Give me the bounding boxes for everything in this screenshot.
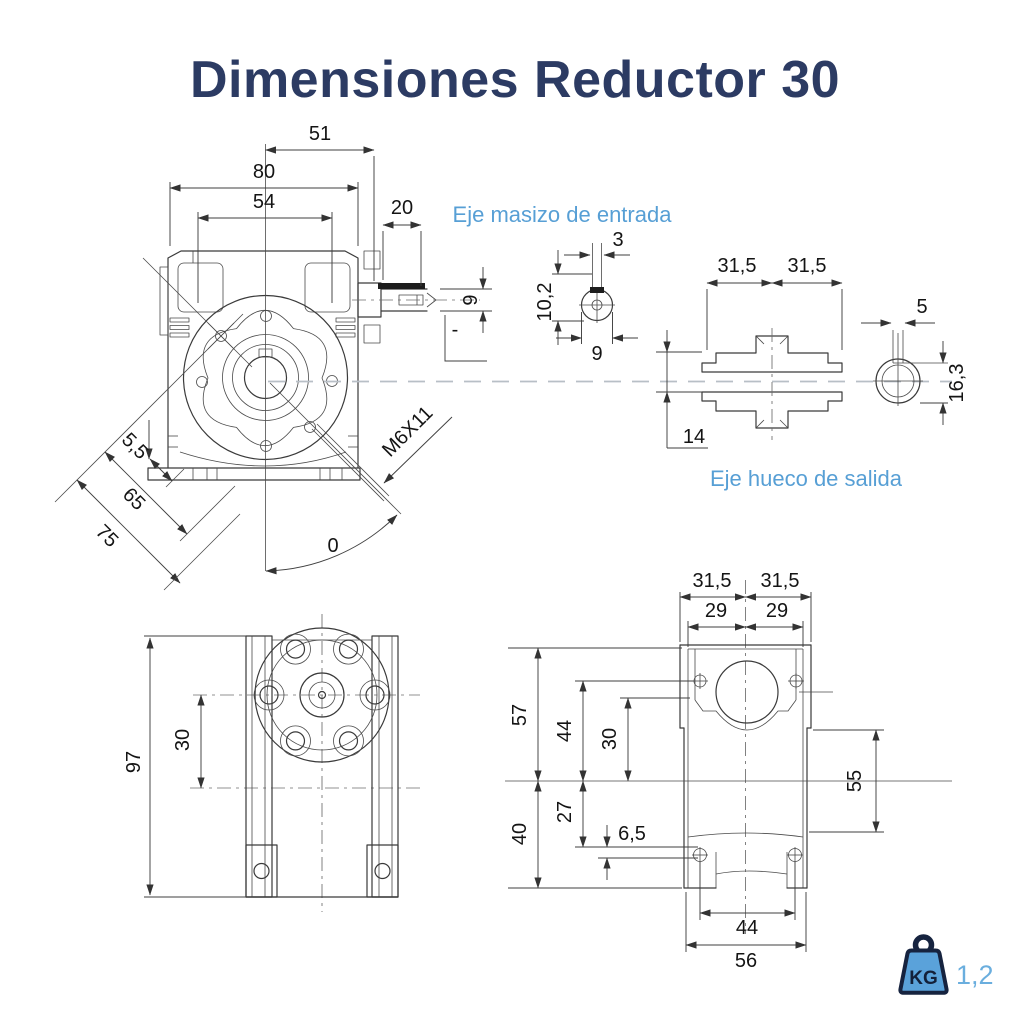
housing-ledge-left <box>159 266 169 336</box>
saddle-cutout <box>694 699 797 731</box>
dim-29-left: 29 <box>705 600 727 622</box>
weight-badge: KG 1,2 <box>898 934 994 995</box>
dim-rear-31-5-right: 31,5 <box>761 570 800 592</box>
dim-20: 20 <box>391 197 413 219</box>
input-section-key <box>590 287 604 293</box>
dim-40: 40 <box>509 823 531 845</box>
dim-56: 56 <box>735 950 757 972</box>
hollow-shaft-upper-half <box>701 335 843 373</box>
housing-top-panel-right <box>304 262 351 313</box>
housing-outline <box>167 250 359 469</box>
dim-angle-0: 0 <box>327 535 338 557</box>
flange-flower-plate <box>202 310 328 446</box>
side-plate-right <box>371 635 399 898</box>
page-title: Dimensiones Reductor 30 <box>190 51 840 109</box>
front-view: - 51 80 54 20 9 5,5 65 75 0 M6X11 <box>54 123 492 591</box>
dim-57: 57 <box>509 704 531 726</box>
output-shaft-label: Eje hueco de salida <box>710 466 903 491</box>
rear-view: 31,5 31,5 29 29 57 44 30 <box>505 570 952 972</box>
side-flange-circle <box>254 627 390 763</box>
dim-65: 65 <box>118 484 149 515</box>
dim-bottom-44: 44 <box>736 917 758 939</box>
minus-mark: - <box>452 319 459 341</box>
dim-44: 44 <box>554 720 576 742</box>
dim-31-5-left: 31,5 <box>718 255 757 277</box>
dim-54: 54 <box>253 191 275 213</box>
hollow-shaft-lower-half <box>701 391 843 429</box>
dim-29-right: 29 <box>766 600 788 622</box>
dim-dia-9: 9 <box>591 343 602 365</box>
rear-bore-circle <box>715 660 779 724</box>
dim-rear-31-5-left: 31,5 <box>693 570 732 592</box>
weight-icon <box>898 948 949 995</box>
dim-shaft-9: 9 <box>460 294 482 305</box>
dim-16-3: 16,3 <box>946 364 968 403</box>
dim-27: 27 <box>554 801 576 823</box>
dim-side-30: 30 <box>172 729 194 751</box>
thread-callout-m6x11: M6X11 <box>378 402 437 461</box>
dim-rear-30: 30 <box>599 728 621 750</box>
output-shaft-section: 31,5 31,5 14 5 16,3 Eje hueco de salida <box>656 255 968 491</box>
weight-value: 1,2 <box>956 960 994 990</box>
dim-97: 97 <box>123 751 145 773</box>
input-shaft-section: Eje masizo de entrada 3 10,2 9 <box>453 202 673 365</box>
input-key <box>378 283 425 289</box>
housing-top-panel-left <box>177 262 224 313</box>
angle-arc <box>265 514 398 575</box>
dim-51: 51 <box>309 123 331 145</box>
dim-6-5: 6,5 <box>618 823 646 845</box>
dim-55: 55 <box>844 770 866 792</box>
housing-base <box>147 467 361 481</box>
dim-14: 14 <box>683 426 705 448</box>
dim-80: 80 <box>253 161 275 183</box>
dim-31-5-right: 31,5 <box>788 255 827 277</box>
side-plate-left <box>245 635 273 898</box>
weight-unit-label: KG <box>909 968 938 989</box>
dim-5-5: 5,5 <box>117 429 152 464</box>
dim-key-5: 5 <box>916 296 927 318</box>
dim-key-3: 3 <box>612 229 623 251</box>
input-shaft-label: Eje masizo de entrada <box>453 202 673 227</box>
dim-10-2: 10,2 <box>534 283 556 322</box>
dim-75: 75 <box>91 521 122 552</box>
side-view: 97 30 <box>123 614 420 912</box>
